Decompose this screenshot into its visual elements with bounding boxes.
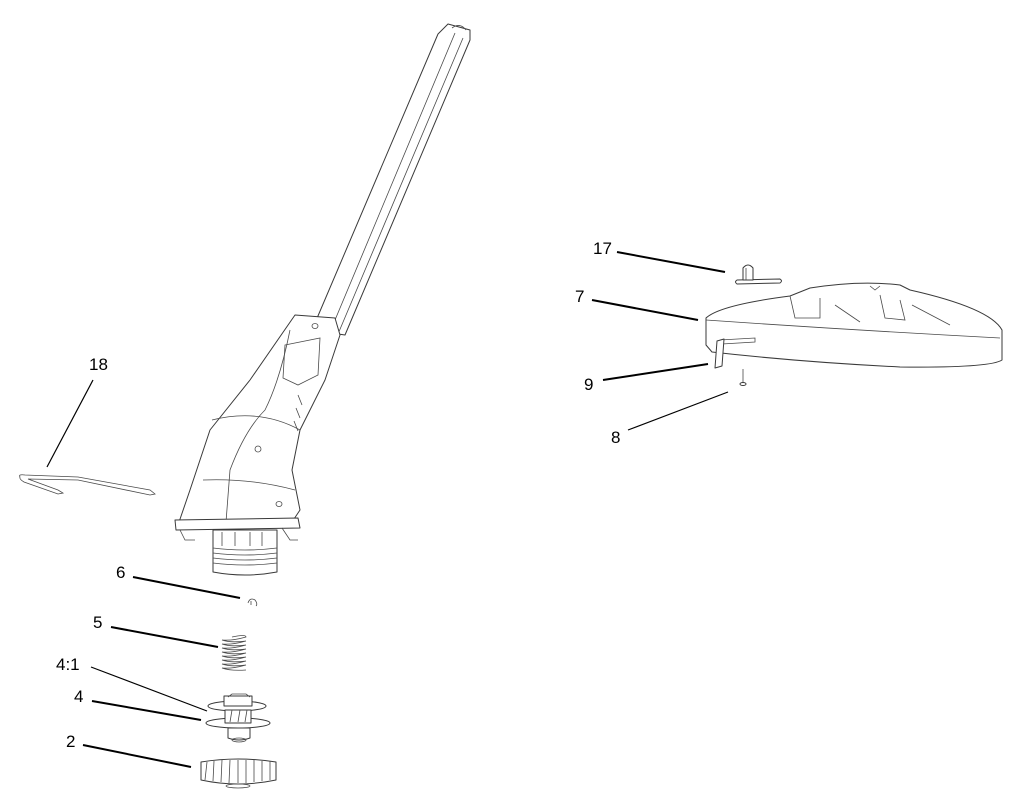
part-5-spring (221, 635, 247, 671)
label-part-7: 7 (575, 287, 585, 306)
leader-4 (91, 700, 202, 721)
part-17-bracket (735, 264, 782, 285)
part-9-blade (714, 338, 725, 369)
motor-housing (174, 314, 341, 576)
label-part-4: 4 (74, 687, 84, 706)
leader-17 (616, 251, 726, 273)
part-2-knob (200, 758, 277, 789)
leader-18 (46, 379, 94, 468)
leader-9 (602, 363, 709, 381)
label-part-17: 17 (593, 239, 612, 258)
label-part-18: 18 (89, 355, 108, 374)
leader-2 (82, 744, 192, 768)
part-8-screw (739, 369, 747, 386)
leader-8 (627, 391, 729, 431)
label-part-8: 8 (611, 428, 621, 447)
leader-lines (46, 251, 729, 768)
label-part-2: 2 (66, 732, 76, 751)
leader-7 (591, 299, 699, 321)
label-part-9: 9 (584, 375, 594, 394)
leader-4-1 (90, 666, 208, 712)
part-6-clip (247, 598, 258, 607)
part-7-guard (705, 282, 1003, 368)
part-18-wire (19, 474, 156, 496)
leader-5 (110, 626, 219, 648)
shaft (311, 23, 471, 336)
label-part-6: 6 (116, 563, 126, 582)
leader-6 (132, 576, 241, 599)
label-part-5: 5 (93, 613, 103, 632)
part-4-spool (205, 693, 271, 743)
label-part-4-1: 4:1 (56, 655, 80, 674)
